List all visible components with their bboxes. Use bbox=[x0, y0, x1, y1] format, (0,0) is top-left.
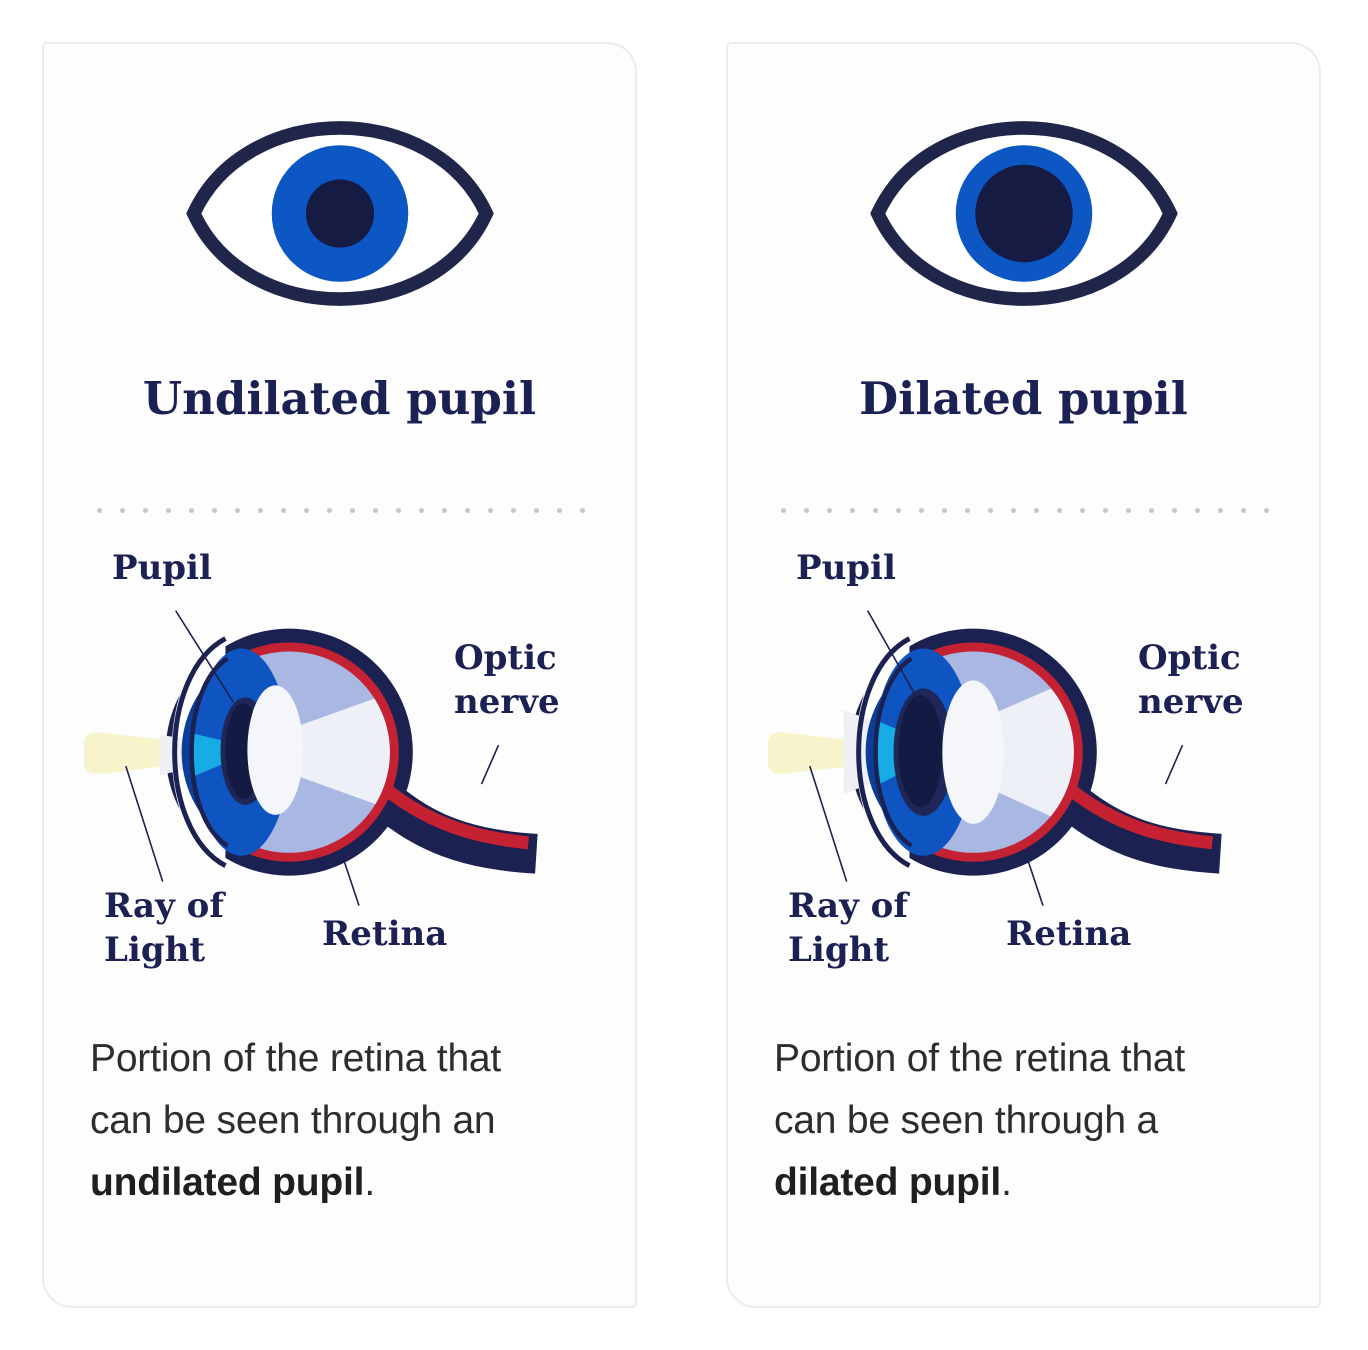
pointer-line-retina bbox=[340, 851, 360, 906]
lens bbox=[942, 680, 1005, 824]
caption-period: . bbox=[1001, 1161, 1012, 1204]
page-title: Undilated pupil bbox=[142, 372, 537, 425]
panel-dilated: Dilated pupil bbox=[726, 42, 1321, 1308]
eye-icon-dilated bbox=[869, 121, 1178, 306]
caption-dilated: Portion of the retina that can be seen t… bbox=[774, 1028, 1289, 1214]
cornea-outer-arc bbox=[172, 636, 227, 868]
pointer-line-optic-nerve bbox=[480, 744, 500, 785]
caption-undilated: Portion of the retina that can be seen t… bbox=[90, 1028, 605, 1214]
caption-line1: Portion of the retina that bbox=[774, 1037, 1186, 1080]
label-pupil: Pupil bbox=[796, 548, 896, 588]
light-beam bbox=[83, 732, 176, 775]
label-optic-nerve: Optic nerve bbox=[1138, 636, 1244, 724]
label-optic-line1: Optic bbox=[454, 638, 557, 678]
lens bbox=[247, 685, 304, 815]
label-optic-line2: nerve bbox=[1138, 682, 1244, 722]
cornea-inner-arc bbox=[189, 656, 229, 848]
label-optic-line2: nerve bbox=[454, 682, 560, 722]
caption-line3: dilated pupil. bbox=[774, 1152, 1289, 1214]
eye-cross-section-undilated bbox=[83, 610, 538, 906]
eye-diagram-undilated: Pupil Optic nerve Ray of Light Retina bbox=[76, 548, 634, 1022]
pointer-line-pupil bbox=[174, 610, 235, 703]
label-ray-line2: Light bbox=[104, 930, 206, 970]
eye-diagram-dilated: Pupil Optic nerve Ray of Light Retina bbox=[760, 548, 1318, 1022]
dotted-divider bbox=[772, 506, 1274, 515]
light-cone-narrow bbox=[247, 682, 390, 820]
pointer-line-ray-of-light bbox=[125, 765, 164, 882]
label-ray-of-light: Ray of Light bbox=[104, 884, 224, 972]
light-cone-wide bbox=[927, 664, 1074, 842]
label-optic-line1: Optic bbox=[1138, 638, 1241, 678]
cornea-inner-arc bbox=[873, 656, 913, 848]
optic-nerve-red-stripe bbox=[1066, 784, 1214, 850]
label-retina: Retina bbox=[322, 914, 448, 954]
eye-icon-undilated bbox=[185, 121, 494, 306]
caption-period: . bbox=[364, 1161, 375, 1204]
caption-emphasis: undilated pupil bbox=[90, 1161, 365, 1204]
pupil bbox=[898, 695, 943, 807]
optic-nerve-red-stripe bbox=[382, 784, 530, 850]
caption-line2: can be seen through an bbox=[90, 1099, 496, 1142]
pointer-line-pupil bbox=[866, 610, 921, 703]
pupil-large bbox=[974, 164, 1073, 263]
panel-undilated: Undilated pupil bbox=[42, 42, 637, 1308]
caption-emphasis: dilated pupil bbox=[774, 1161, 1002, 1204]
label-pupil: Pupil bbox=[112, 548, 212, 588]
cornea-outer-arc bbox=[856, 636, 911, 868]
dotted-divider bbox=[88, 506, 590, 515]
label-optic-nerve: Optic nerve bbox=[454, 636, 560, 724]
light-beam bbox=[767, 732, 860, 775]
caption-line2: can be seen through a bbox=[774, 1099, 1158, 1142]
pointer-line-ray-of-light bbox=[809, 765, 848, 882]
eye-cross-section-dilated bbox=[767, 610, 1222, 906]
page-title: Dilated pupil bbox=[859, 372, 1188, 425]
label-ray-line1: Ray of bbox=[788, 886, 908, 926]
caption-line3: undilated pupil. bbox=[90, 1152, 605, 1214]
label-ray-line2: Light bbox=[788, 930, 890, 970]
label-ray-of-light: Ray of Light bbox=[788, 884, 908, 972]
label-ray-line1: Ray of bbox=[104, 886, 224, 926]
label-retina: Retina bbox=[1006, 914, 1132, 954]
pointer-line-retina bbox=[1024, 851, 1044, 906]
pupil-small bbox=[305, 179, 374, 248]
pointer-line-optic-nerve bbox=[1164, 744, 1184, 785]
caption-line1: Portion of the retina that bbox=[90, 1037, 502, 1080]
